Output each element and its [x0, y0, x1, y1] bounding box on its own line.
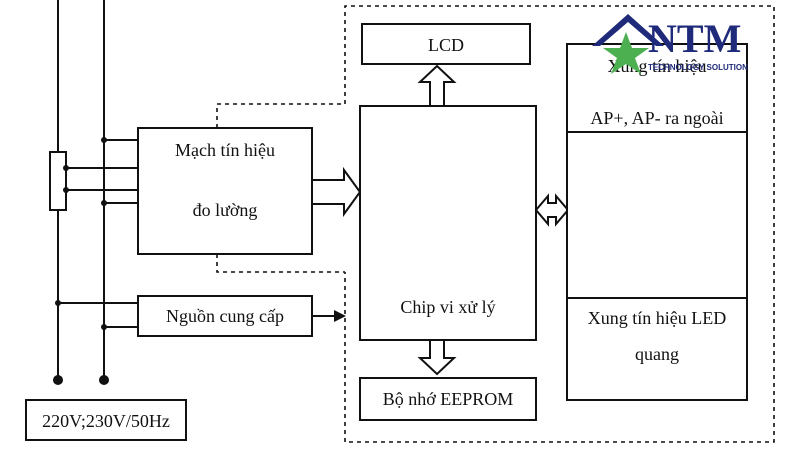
- house-roof-icon: [592, 14, 664, 46]
- measure-box: [137, 127, 313, 255]
- pulse-out-label-2: AP+, AP- ra ngoài: [590, 108, 723, 128]
- power-junction-1: [55, 300, 61, 306]
- logo-tagline: TECHNOLOGY SOLUTION: [648, 63, 748, 72]
- supply-rating-label: 220V;230V/50Hz: [42, 411, 170, 431]
- dashed-measure-bracket-bottom: [216, 254, 345, 273]
- junction-dot-3: [63, 187, 69, 193]
- lcd-label: LCD: [428, 35, 464, 55]
- terminal-dot-left: [53, 375, 63, 385]
- terminal-dot-right: [99, 375, 109, 385]
- measure-label-2: đo lường: [193, 200, 258, 220]
- logo-name: NTM: [648, 16, 741, 61]
- power-label: Nguồn cung cấp: [166, 306, 284, 326]
- arrow-cpu-to-lcd: [417, 64, 457, 107]
- pulse-led-label-2: quang: [635, 344, 679, 364]
- dashed-measure-bracket-top: [216, 103, 345, 128]
- sensor-element: [49, 151, 67, 211]
- arrow-power-head: [334, 310, 346, 322]
- junction-dot-1: [101, 137, 107, 143]
- dashed-enclosure: [344, 5, 775, 443]
- lcd-box: [361, 23, 531, 65]
- arrow-measure-to-cpu: [311, 166, 362, 218]
- eeprom-label: Bộ nhớ EEPROM: [383, 389, 514, 409]
- star-icon: [603, 32, 649, 74]
- junction-dot-4: [101, 200, 107, 206]
- power-junction-2: [101, 324, 107, 330]
- junction-dot-2: [63, 165, 69, 171]
- output-column-box: [566, 43, 748, 401]
- cpu-label: Chip vi xử lý: [400, 297, 495, 317]
- measure-label-1: Mạch tín hiệu: [175, 140, 275, 160]
- eeprom-box: [359, 377, 537, 421]
- supply-rating-box: [25, 399, 187, 441]
- ntm-logo: NTM TECHNOLOGY SOLUTION: [592, 14, 748, 74]
- arrow-cpu-to-eeprom: [417, 339, 457, 376]
- pulse-led-label-1: Xung tín hiệu LED: [588, 308, 726, 328]
- cpu-box: [359, 105, 537, 341]
- arrow-cpu-output-bidirectional: [534, 193, 570, 227]
- power-box: [137, 295, 313, 337]
